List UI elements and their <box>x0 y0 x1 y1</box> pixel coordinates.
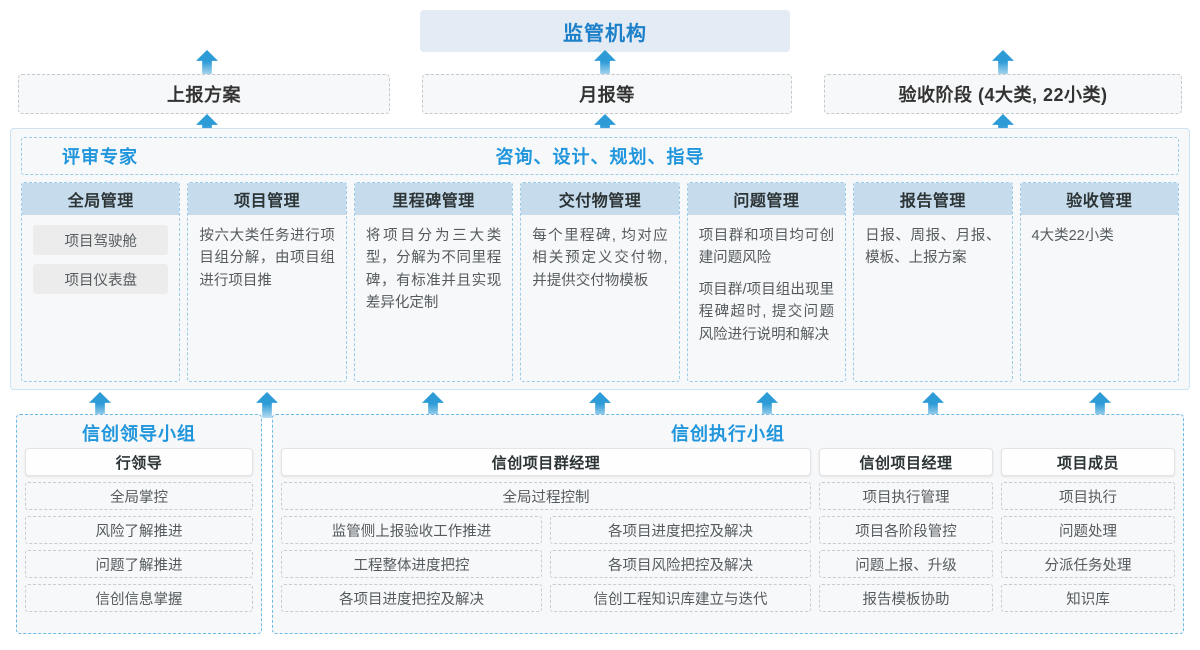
card-header: 项目管理 <box>188 183 346 215</box>
role-header-project-member[interactable]: 项目成员 <box>1001 448 1175 476</box>
report-box-plan[interactable]: 上报方案 <box>18 74 390 114</box>
task-item[interactable]: 各项目进度把控及解决 <box>281 584 542 612</box>
task-item[interactable]: 问题上报、升级 <box>819 550 993 578</box>
execution-group-body: 信创项目群经理 全局过程控制 监管侧上报验收工作推进 工程整体进度把控 各项目进… <box>281 448 1175 628</box>
task-item[interactable]: 风险了解推进 <box>25 516 253 544</box>
card-body: 将项目分为三大类型，分解为不同里程碑，有标准并且实现差异化定制 <box>355 215 512 381</box>
card-paragraph: 按六大类任务进行项目组分解，由项目组进行项目推 <box>199 228 335 289</box>
execution-group-title: 信创执行小组 <box>671 424 785 444</box>
card-paragraph: 日报、周报、月报、模板、上报方案 <box>865 228 1001 267</box>
arrow-up-icon-report-3 <box>992 50 1014 76</box>
management-columns: 全局管理 项目驾驶舱 项目仪表盘 项目管理 按六大类任务进行项目组分解，由项目组… <box>21 182 1179 382</box>
card-acceptance-management[interactable]: 验收管理 4大类22小类 <box>1019 182 1179 382</box>
expert-container: 评审专家 咨询、设计、规划、指导 全局管理 项目驾驶舱 项目仪表盘 项目管理 按… <box>10 128 1190 390</box>
chip-item[interactable]: 项目仪表盘 <box>33 264 169 294</box>
task-item-global-process-control[interactable]: 全局过程控制 <box>281 482 811 510</box>
program-manager-column: 信创项目群经理 全局过程控制 监管侧上报验收工作推进 工程整体进度把控 各项目进… <box>281 448 811 628</box>
card-project-management[interactable]: 项目管理 按六大类任务进行项目组分解，由项目组进行项目推 <box>187 182 347 382</box>
task-item[interactable]: 全局掌控 <box>25 482 253 510</box>
report-label-plan: 上报方案 <box>167 85 241 105</box>
project-manager-column: 信创项目经理 项目执行管理 项目各阶段管控 问题上报、升级 报告模板协助 <box>819 448 993 628</box>
card-body: 4大类22小类 <box>1021 215 1178 381</box>
card-body: 按六大类任务进行项目组分解，由项目组进行项目推 <box>188 215 345 381</box>
task-item[interactable]: 信创工程知识库建立与迭代 <box>550 584 811 612</box>
card-body: 每个里程碑, 均对应相关预定义交付物, 并提供交付物模板 <box>521 215 678 381</box>
task-item[interactable]: 问题处理 <box>1001 516 1175 544</box>
task-item[interactable]: 各项目风险把控及解决 <box>550 550 811 578</box>
program-manager-task-grid: 监管侧上报验收工作推进 工程整体进度把控 各项目进度把控及解决 各项目进度把控及… <box>281 516 811 612</box>
card-paragraph: 4大类22小类 <box>1031 228 1114 244</box>
task-item[interactable]: 报告模板协助 <box>819 584 993 612</box>
card-paragraph: 将项目分为三大类型，分解为不同里程碑，有标准并且实现差异化定制 <box>365 228 502 312</box>
report-label-monthly: 月报等 <box>579 85 635 105</box>
role-header-bank-leader[interactable]: 行领导 <box>25 448 253 476</box>
leadership-group-title: 信创领导小组 <box>82 424 196 444</box>
task-item[interactable]: 知识库 <box>1001 584 1175 612</box>
expert-title: 评审专家 <box>62 147 138 167</box>
role-header-project-manager[interactable]: 信创项目经理 <box>819 448 993 476</box>
regulator-banner: 监管机构 <box>420 10 790 52</box>
task-item[interactable]: 监管侧上报验收工作推进 <box>281 516 542 544</box>
chip-item[interactable]: 项目驾驶舱 <box>33 225 169 255</box>
card-header: 全局管理 <box>22 183 180 215</box>
leadership-group: 信创领导小组 行领导 全局掌控 风险了解推进 问题了解推进 信创信息掌握 <box>16 414 262 634</box>
project-member-column: 项目成员 项目执行 问题处理 分派任务处理 知识库 <box>1001 448 1175 628</box>
card-header: 问题管理 <box>687 183 846 215</box>
card-issue-management[interactable]: 问题管理 项目群和项目均可创建问题风险 项目群/项目组出现里程碑超时, 提交问题… <box>686 182 847 382</box>
task-item[interactable]: 工程整体进度把控 <box>281 550 542 578</box>
card-paragraph: 每个里程碑, 均对应相关预定义交付物, 并提供交付物模板 <box>532 228 668 289</box>
role-header-program-manager[interactable]: 信创项目群经理 <box>281 448 811 476</box>
report-box-monthly[interactable]: 月报等 <box>422 74 792 114</box>
manager-member-columns: 信创项目经理 项目执行管理 项目各阶段管控 问题上报、升级 报告模板协助 项目成… <box>819 448 1175 628</box>
task-item[interactable]: 问题了解推进 <box>25 550 253 578</box>
execution-group: 信创执行小组 信创项目群经理 全局过程控制 监管侧上报验收工作推进 工程整体进度… <box>272 414 1184 634</box>
expert-header-bar: 评审专家 咨询、设计、规划、指导 <box>21 137 1179 175</box>
arrow-up-icon-report-1 <box>196 50 218 76</box>
card-body: 项目驾驶舱 项目仪表盘 <box>22 215 179 381</box>
task-item[interactable]: 项目执行管理 <box>819 482 993 510</box>
task-item[interactable]: 信创信息掌握 <box>25 584 253 612</box>
report-label-acceptance: 验收阶段 (4大类, 22小类) <box>898 85 1108 105</box>
card-report-management[interactable]: 报告管理 日报、周报、月报、模板、上报方案 <box>853 182 1013 382</box>
card-header: 里程碑管理 <box>354 183 513 215</box>
card-paragraph: 项目群和项目均可创建问题风险 <box>698 228 835 267</box>
regulator-label: 监管机构 <box>563 22 647 45</box>
task-item[interactable]: 分派任务处理 <box>1001 550 1175 578</box>
card-body: 日报、周报、月报、模板、上报方案 <box>854 215 1011 381</box>
card-global-management[interactable]: 全局管理 项目驾驶舱 项目仪表盘 <box>21 182 181 382</box>
card-deliverable-management[interactable]: 交付物管理 每个里程碑, 均对应相关预定义交付物, 并提供交付物模板 <box>520 182 680 382</box>
card-header: 交付物管理 <box>521 183 679 215</box>
arrow-up-icon-report-2 <box>594 50 616 76</box>
card-milestone-management[interactable]: 里程碑管理 将项目分为三大类型，分解为不同里程碑，有标准并且实现差异化定制 <box>353 182 514 382</box>
card-header: 报告管理 <box>854 183 1012 215</box>
consulting-title: 咨询、设计、规划、指导 <box>495 147 705 167</box>
report-row: 上报方案 月报等 验收阶段 (4大类, 22小类) <box>18 74 1182 114</box>
card-header: 验收管理 <box>1020 183 1178 215</box>
task-item[interactable]: 各项目进度把控及解决 <box>550 516 811 544</box>
report-box-acceptance[interactable]: 验收阶段 (4大类, 22小类) <box>824 74 1182 114</box>
task-item[interactable]: 项目执行 <box>1001 482 1175 510</box>
task-item[interactable]: 项目各阶段管控 <box>819 516 993 544</box>
card-body: 项目群和项目均可创建问题风险 项目群/项目组出现里程碑超时, 提交问题风险进行说… <box>688 215 845 381</box>
card-paragraph: 项目群/项目组出现里程碑超时, 提交问题风险进行说明和解决 <box>698 281 835 343</box>
